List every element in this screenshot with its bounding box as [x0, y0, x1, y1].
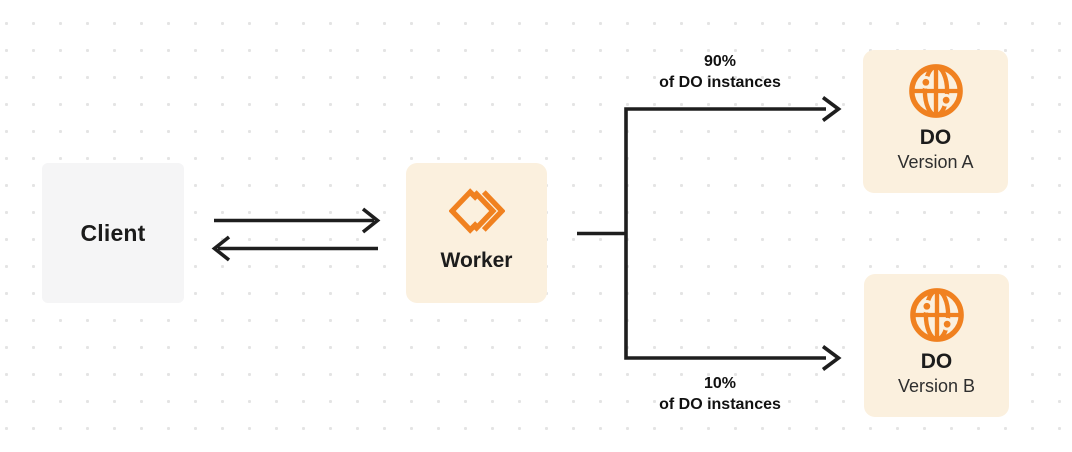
globe-icon — [909, 288, 964, 342]
globe-icon — [908, 64, 963, 118]
branch-label-top-percent: 90% — [703, 53, 737, 70]
client-label: Client — [80, 219, 146, 246]
arrowhead-top-branch — [821, 96, 842, 122]
worker-node: Worker — [406, 163, 547, 303]
client-node: Client — [42, 163, 184, 303]
do-a-subtitle: Version A — [897, 152, 974, 172]
do-b-subtitle: Version B — [897, 376, 976, 396]
do-version-a-node: DO Version A — [863, 50, 1008, 193]
arrow-worker-to-client-head — [211, 235, 231, 262]
branch-label-bottom: 10% of DO instances — [600, 373, 840, 415]
workers-icon — [448, 188, 505, 234]
arrow-client-to-worker-head — [361, 207, 381, 234]
branch-bracket — [624, 107, 826, 360]
branch-label-bottom-caption: of DO instances — [659, 396, 781, 413]
branch-label-top-caption: of DO instances — [659, 74, 781, 91]
arrowhead-bottom-branch — [821, 345, 842, 371]
branch-label-bottom-percent: 10% — [703, 375, 737, 392]
do-b-title: DO — [920, 350, 953, 373]
worker-label: Worker — [440, 249, 513, 272]
do-a-title: DO — [919, 126, 952, 149]
branch-label-top: 90% of DO instances — [600, 51, 840, 93]
do-version-b-node: DO Version B — [864, 274, 1009, 417]
